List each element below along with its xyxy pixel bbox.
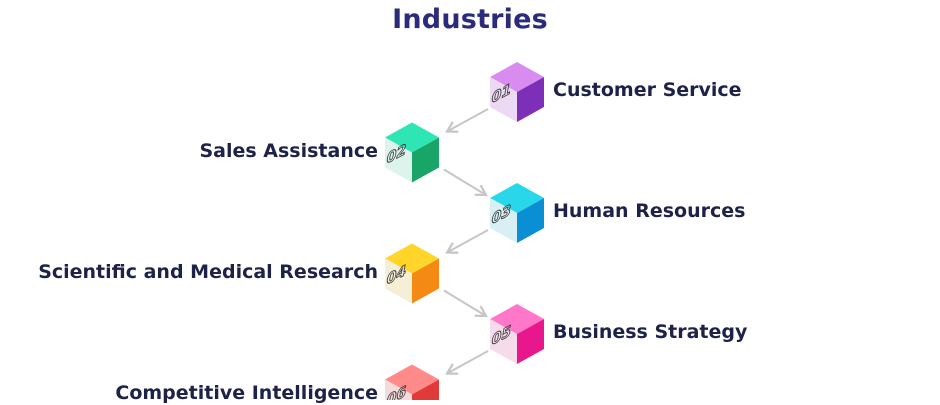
cube-right-face bbox=[517, 198, 544, 243]
step-cube-05: 05 bbox=[490, 304, 544, 364]
cube-left-face bbox=[490, 319, 517, 364]
cube-left-face bbox=[385, 258, 412, 304]
cube-right-face bbox=[412, 258, 439, 304]
connector-arrow bbox=[443, 168, 488, 197]
step-cube-02: 02 bbox=[385, 122, 439, 183]
cube-right-face bbox=[412, 379, 439, 400]
cube-left-face bbox=[385, 379, 412, 400]
connector-arrow bbox=[445, 350, 489, 375]
step-label-06: Competitive Intelligence bbox=[115, 381, 378, 404]
step-label-05: Business Strategy bbox=[553, 321, 748, 343]
step-cube-06: 06 bbox=[385, 364, 439, 400]
step-cube-01: 01 bbox=[490, 62, 544, 122]
step-label-01: Customer Service bbox=[553, 79, 742, 101]
step-label-03: Human Resources bbox=[553, 200, 746, 222]
cube-right-face bbox=[412, 137, 439, 183]
step-cube-03: 03 bbox=[490, 183, 544, 243]
cube-left-face bbox=[490, 198, 517, 243]
cube-left-face bbox=[490, 77, 517, 122]
step-label-02: Sales Assistance bbox=[199, 139, 378, 162]
cube-right-face bbox=[517, 77, 544, 122]
connector-arrow bbox=[443, 289, 488, 318]
step-cube-04: 04 bbox=[385, 243, 439, 304]
cube-left-face bbox=[385, 137, 412, 183]
cube-right-face bbox=[517, 319, 544, 364]
connector-arrows bbox=[443, 108, 489, 375]
step-cubes: 01 02 03 04 05 06 bbox=[385, 62, 544, 400]
step-label-04: Scientific and Medical Research bbox=[38, 260, 378, 283]
connector-arrow bbox=[445, 229, 489, 254]
connector-arrow bbox=[445, 108, 489, 133]
page-title: Industries bbox=[392, 4, 548, 35]
